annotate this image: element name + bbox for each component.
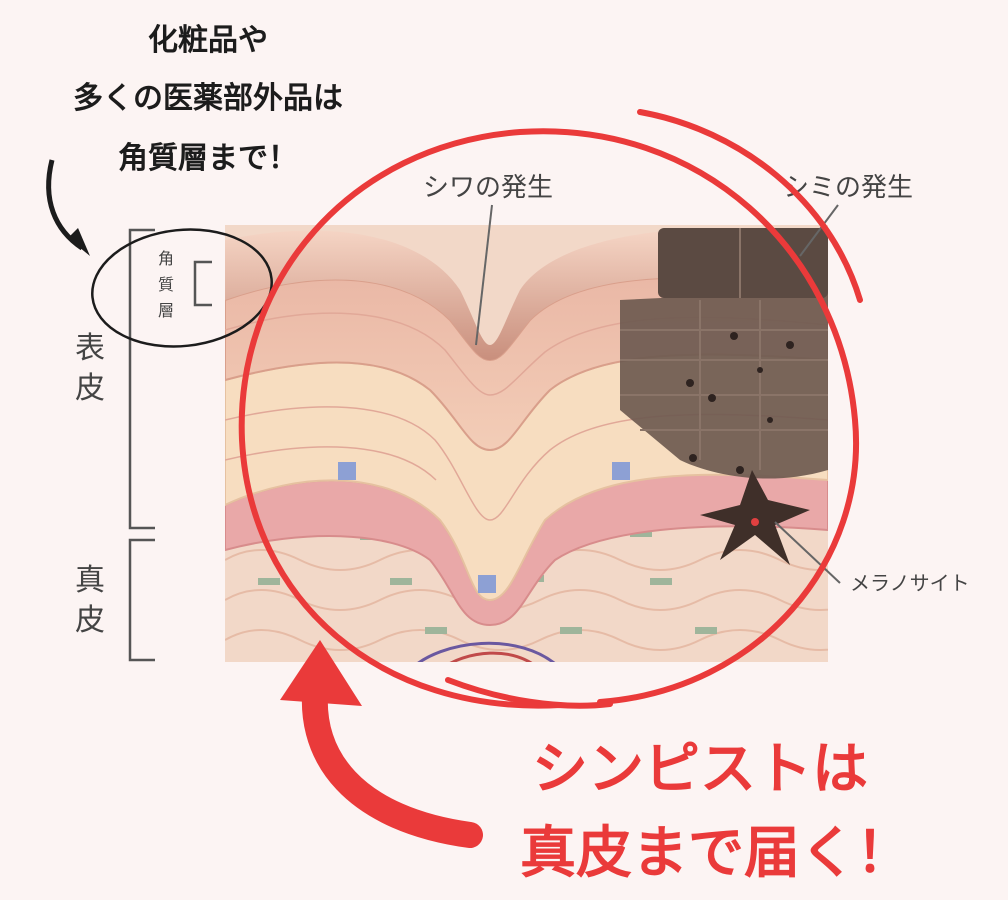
epidermis-label: 表 皮	[75, 331, 105, 406]
svg-text:質: 質	[158, 275, 174, 294]
svg-text:皮: 皮	[75, 371, 105, 406]
pointer-lines	[475, 204, 841, 584]
bottom-note-line2: 真皮まで届く！	[520, 821, 912, 886]
bottom-note-line1: シンピストは	[532, 737, 868, 802]
top-note-line2: 多くの医薬部外品は	[73, 81, 343, 116]
red-highlight-circle	[238, 109, 863, 709]
layer-brackets	[128, 228, 212, 662]
basal-cells	[338, 462, 630, 593]
top-note: 化粧品や 多くの医薬部外品は 角質層まで！	[73, 23, 343, 176]
svg-text:真: 真	[75, 563, 105, 598]
dermis-label: 真 皮	[75, 563, 105, 638]
top-note-line1: 化粧品や	[148, 23, 268, 58]
svg-text:表: 表	[75, 331, 105, 366]
pigmented-spot-region	[620, 228, 828, 479]
wrinkle-label: シワの発生	[423, 173, 553, 203]
black-curved-arrow	[46, 159, 90, 256]
svg-text:皮: 皮	[75, 603, 105, 638]
top-note-line3: 角質層まで！	[118, 141, 298, 176]
blood-vessel-arcs	[417, 641, 555, 662]
skin-cross-section	[225, 225, 828, 662]
melanocyte-label: メラノサイト	[850, 571, 970, 595]
svg-text:角: 角	[158, 249, 174, 268]
stratum-corneum-circle	[91, 228, 273, 348]
stratum-corneum-label: 角 質 層	[158, 249, 174, 320]
red-curved-arrow	[280, 640, 483, 848]
svg-text:層: 層	[158, 301, 174, 320]
bottom-note: シンピストは 真皮まで届く！	[520, 737, 912, 886]
melanocyte-cell	[700, 470, 810, 565]
